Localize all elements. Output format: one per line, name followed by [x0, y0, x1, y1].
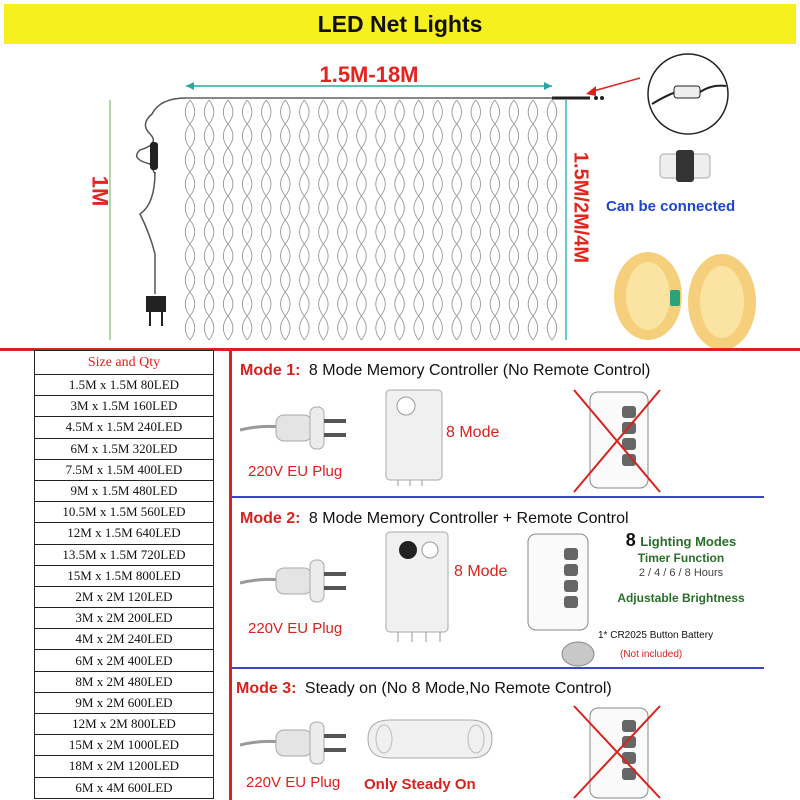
inline-switch — [150, 142, 158, 170]
timer-label: Timer Function — [637, 551, 725, 565]
controller-box-icon — [385, 389, 443, 486]
battery-label: 1* CR2025 Button Battery — [598, 630, 714, 641]
table-row: 6M x 4M 600LED — [34, 776, 214, 799]
mode3-description: Steady on (No 8 Mode,No Remote Control) — [304, 680, 612, 697]
table-row: 15M x 2M 1000LED — [34, 734, 214, 757]
mode1-title: Mode 1: 8 Mode Memory Controller (No Rem… — [240, 362, 650, 380]
net-diagram — [109, 53, 756, 348]
brightness-label: Adjustable Brightness — [617, 591, 745, 605]
width-label: 1.5M-18M — [186, 62, 552, 88]
mode2-description: 8 Mode Memory Controller + Remote Contro… — [308, 510, 629, 527]
mode3-number: Mode 3: — [236, 680, 297, 697]
timer-hours: 2 / 4 / 6 / 8 Hours — [638, 567, 724, 579]
table-row: 4.5M x 1.5M 240LED — [34, 416, 214, 439]
mode3-plug-label: 220V EU Plug — [246, 774, 341, 791]
table-row: 10.5M x 1.5M 560LED — [34, 501, 214, 524]
table-row: 6M x 2M 400LED — [34, 649, 214, 672]
table-row: 8M x 2M 480LED — [34, 670, 214, 693]
mode-separator-1 — [232, 496, 764, 498]
remote-control-icon — [527, 533, 589, 631]
steady-connector-icon — [367, 719, 493, 759]
battery-icon — [561, 641, 595, 667]
table-row: 4M x 2M 240LED — [34, 628, 214, 651]
mode2-number: Mode 2: — [240, 510, 301, 527]
height-left-label: 1M — [87, 175, 113, 207]
table-row: 3M x 2M 200LED — [34, 607, 214, 630]
vertical-divider — [229, 350, 232, 800]
mode2-plug-label: 220V EU Plug — [248, 620, 343, 637]
table-row: 18M x 2M 1200LED — [34, 755, 214, 778]
remote-crossed-icon — [573, 389, 661, 493]
power-plug — [146, 296, 166, 312]
remote-crossed-icon — [573, 705, 661, 799]
controller-box-icon — [385, 531, 449, 642]
plug-icon — [240, 721, 346, 765]
mode1-modes-label: 8 Mode — [446, 424, 500, 441]
mode1-plug-label: 220V EU Plug — [248, 463, 343, 480]
section-divider — [0, 348, 800, 351]
mode2-features: 8 Lighting Modes Timer Function 2 / 4 / … — [606, 530, 756, 605]
table-header: Size and Qty — [34, 350, 214, 375]
mode3-title: Mode 3: Steady on (No 8 Mode,No Remote C… — [236, 680, 612, 698]
mode1-description: 8 Mode Memory Controller (No Remote Cont… — [308, 362, 651, 379]
height-right-label: 1.5M/2M/4M — [569, 151, 592, 264]
width-label-text: 1.5M-18M — [319, 62, 419, 87]
mode2-title: Mode 2: 8 Mode Memory Controller + Remot… — [240, 510, 629, 528]
table-row: 12M x 1.5M 640LED — [34, 522, 214, 545]
table-row: 3M x 1.5M 160LED — [34, 395, 214, 418]
table-row: 15M x 1.5M 800LED — [34, 564, 214, 587]
table-row: 9M x 1.5M 480LED — [34, 479, 214, 503]
lighting-number: 8 — [625, 530, 636, 550]
plug-icon — [240, 559, 346, 603]
not-included-label: (Not included) — [620, 649, 683, 660]
table-row: 6M x 1.5M 320LED — [34, 437, 214, 460]
table-row: 12M x 2M 800LED — [34, 712, 214, 736]
page-title: LED Net Lights — [317, 10, 483, 37]
lighting-modes-label: Lighting Modes — [640, 534, 737, 549]
table-row: 1.5M x 1.5M 80LED — [34, 373, 214, 397]
mode2-modes-label: 8 Mode — [454, 563, 508, 580]
steady-label: Only Steady On — [364, 776, 476, 793]
connect-label: Can be connected — [606, 198, 736, 215]
mode-separator-2 — [232, 667, 764, 669]
title-banner: LED Net Lights — [4, 4, 796, 44]
plug-icon — [240, 406, 346, 450]
table-row: 13.5M x 1.5M 720LED — [34, 543, 214, 566]
mode1-number: Mode 1: — [240, 362, 301, 379]
table-row: 7.5M x 1.5M 400LED — [34, 458, 214, 481]
table-row: 2M x 2M 120LED — [34, 585, 214, 609]
table-row: 9M x 2M 600LED — [34, 691, 214, 715]
